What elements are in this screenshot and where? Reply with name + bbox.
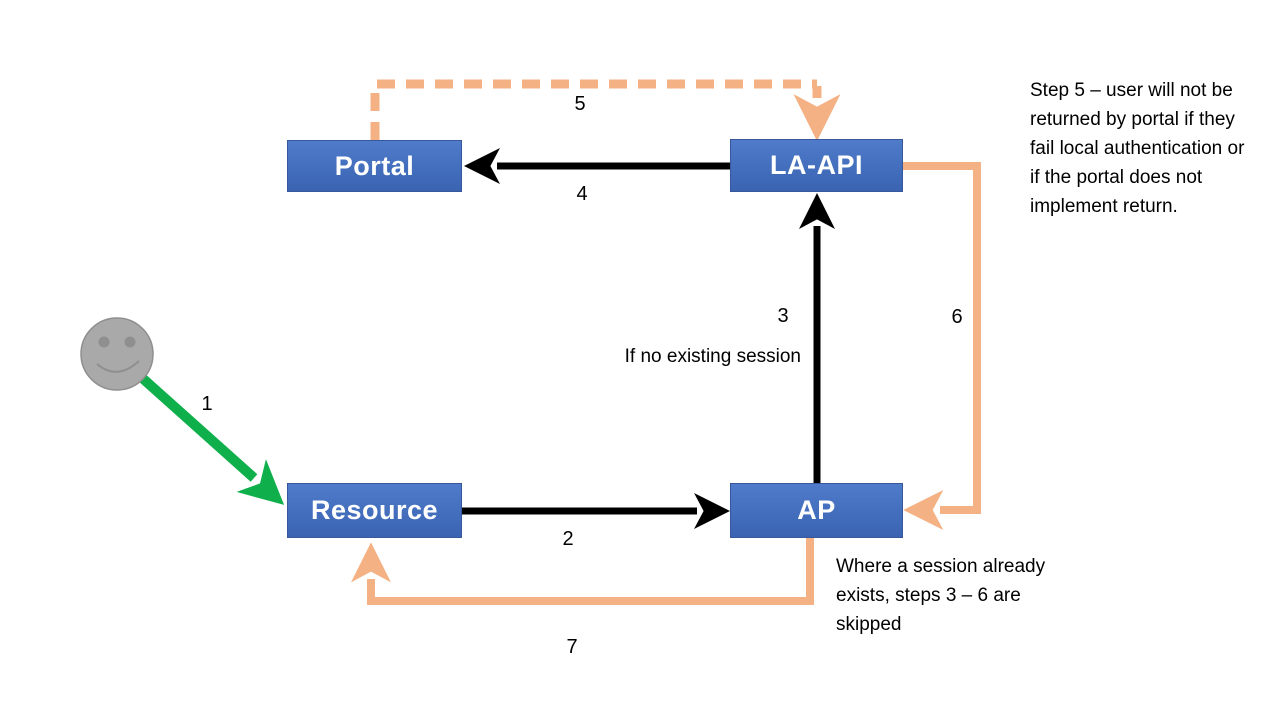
node-portal: Portal <box>287 140 462 192</box>
node-portal-label: Portal <box>334 150 415 181</box>
note-step5: Step 5 – user will not be returned by po… <box>1030 80 1245 217</box>
node-la-api-label: LA-API <box>770 150 863 180</box>
step-2-label: 2 <box>562 528 574 550</box>
arrow-step7 <box>351 538 814 605</box>
step-3-label: 3 <box>777 305 789 327</box>
step-1-label: 1 <box>201 393 213 415</box>
arrow-step6 <box>903 162 981 530</box>
arrow-step5-dashed <box>370 79 817 140</box>
step-7-label: 7 <box>566 636 578 658</box>
note-session-skip: Where a session already exists, steps 3 … <box>836 556 1046 635</box>
note-no-existing-session: If no existing session <box>624 346 801 367</box>
node-resource: Resource <box>287 483 462 538</box>
node-la-api: LA-API <box>730 139 903 192</box>
step-6-label: 6 <box>951 306 963 328</box>
smiley-user-icon <box>80 317 154 391</box>
node-resource-label: Resource <box>310 495 439 525</box>
node-ap-label: AP <box>797 495 836 525</box>
step-4-label: 4 <box>576 183 588 205</box>
arrow-step1 <box>136 372 285 505</box>
step-5-label: 5 <box>574 93 586 115</box>
node-ap: AP <box>730 483 903 538</box>
